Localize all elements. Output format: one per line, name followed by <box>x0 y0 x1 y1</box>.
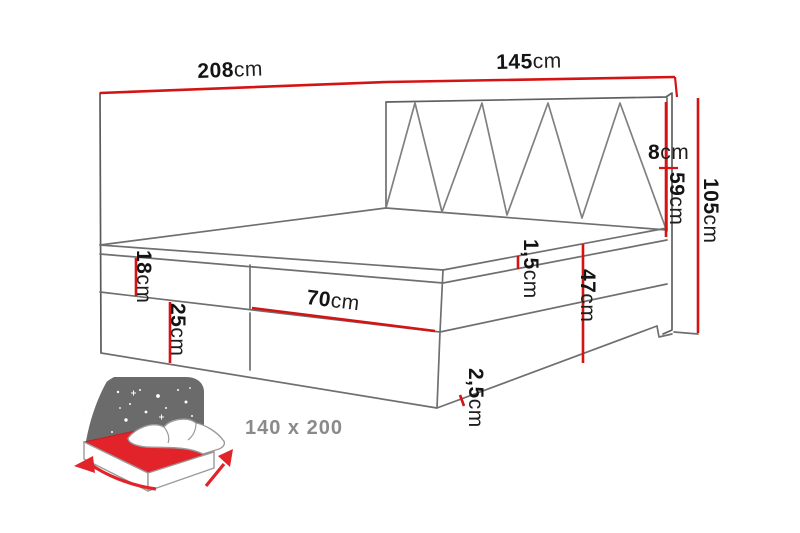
dimension-value: 208 <box>196 58 235 83</box>
dimension-label-105: 105cm <box>699 178 722 244</box>
bed-outline <box>99 92 699 409</box>
dimension-value: 105 <box>699 178 722 215</box>
dimension-line-208-145 <box>99 75 676 95</box>
bed-base-icon <box>83 441 215 492</box>
dimension-value: 25 <box>166 303 189 328</box>
dimension-value: 145 <box>495 50 534 74</box>
dimension-value: 8 <box>648 141 661 164</box>
dimension-tick-2-5 <box>458 394 466 407</box>
dimension-label-145: 145cm <box>495 49 563 74</box>
dimension-unit: cm <box>532 49 563 74</box>
dimension-unit: cm <box>576 293 599 323</box>
dimension-tick-145 <box>673 76 679 98</box>
dimension-label-208: 208cm <box>196 57 264 83</box>
dimension-value: 1,5 <box>519 239 542 270</box>
arrow-length-icon <box>74 456 157 491</box>
mattress-size-label: 140 x 200 <box>245 417 343 439</box>
dimension-unit: cm <box>665 196 688 226</box>
dimension-value: 18 <box>132 250 155 275</box>
arrow-width-icon <box>204 449 233 488</box>
headboard-zigzag <box>385 102 667 230</box>
dimension-unit: cm <box>233 57 264 82</box>
dimension-line-70 <box>251 306 436 333</box>
dimension-label-8: 8cm <box>648 142 689 163</box>
duvet-icon <box>127 418 226 455</box>
dimension-label-25: 25cm <box>166 303 189 357</box>
dimension-lines <box>99 75 700 407</box>
headboard-back-panel <box>385 92 673 335</box>
dimension-unit: cm <box>699 214 722 244</box>
dimension-unit: cm <box>329 288 362 316</box>
dimension-value: 59 <box>665 172 688 197</box>
dimension-unit: cm <box>519 269 542 299</box>
dimension-label-2-5: 2,5cm <box>464 368 487 428</box>
dimension-unit: cm <box>660 141 690 164</box>
dimension-value: 70 <box>305 286 333 312</box>
bed-size-icon <box>69 372 233 492</box>
dimension-unit: cm <box>166 327 189 357</box>
swoosh-icon <box>69 372 112 454</box>
dimension-unit: cm <box>464 398 487 428</box>
dimension-value: 2,5 <box>464 368 487 399</box>
dimension-label-47: 47cm <box>576 269 599 323</box>
dimension-value: 47 <box>576 269 599 294</box>
dimension-label-18: 18cm <box>132 250 155 304</box>
dimension-unit: cm <box>132 274 155 304</box>
dimension-label-59: 59cm <box>665 172 688 226</box>
dimension-label-1-5: 1,5cm <box>519 239 542 299</box>
